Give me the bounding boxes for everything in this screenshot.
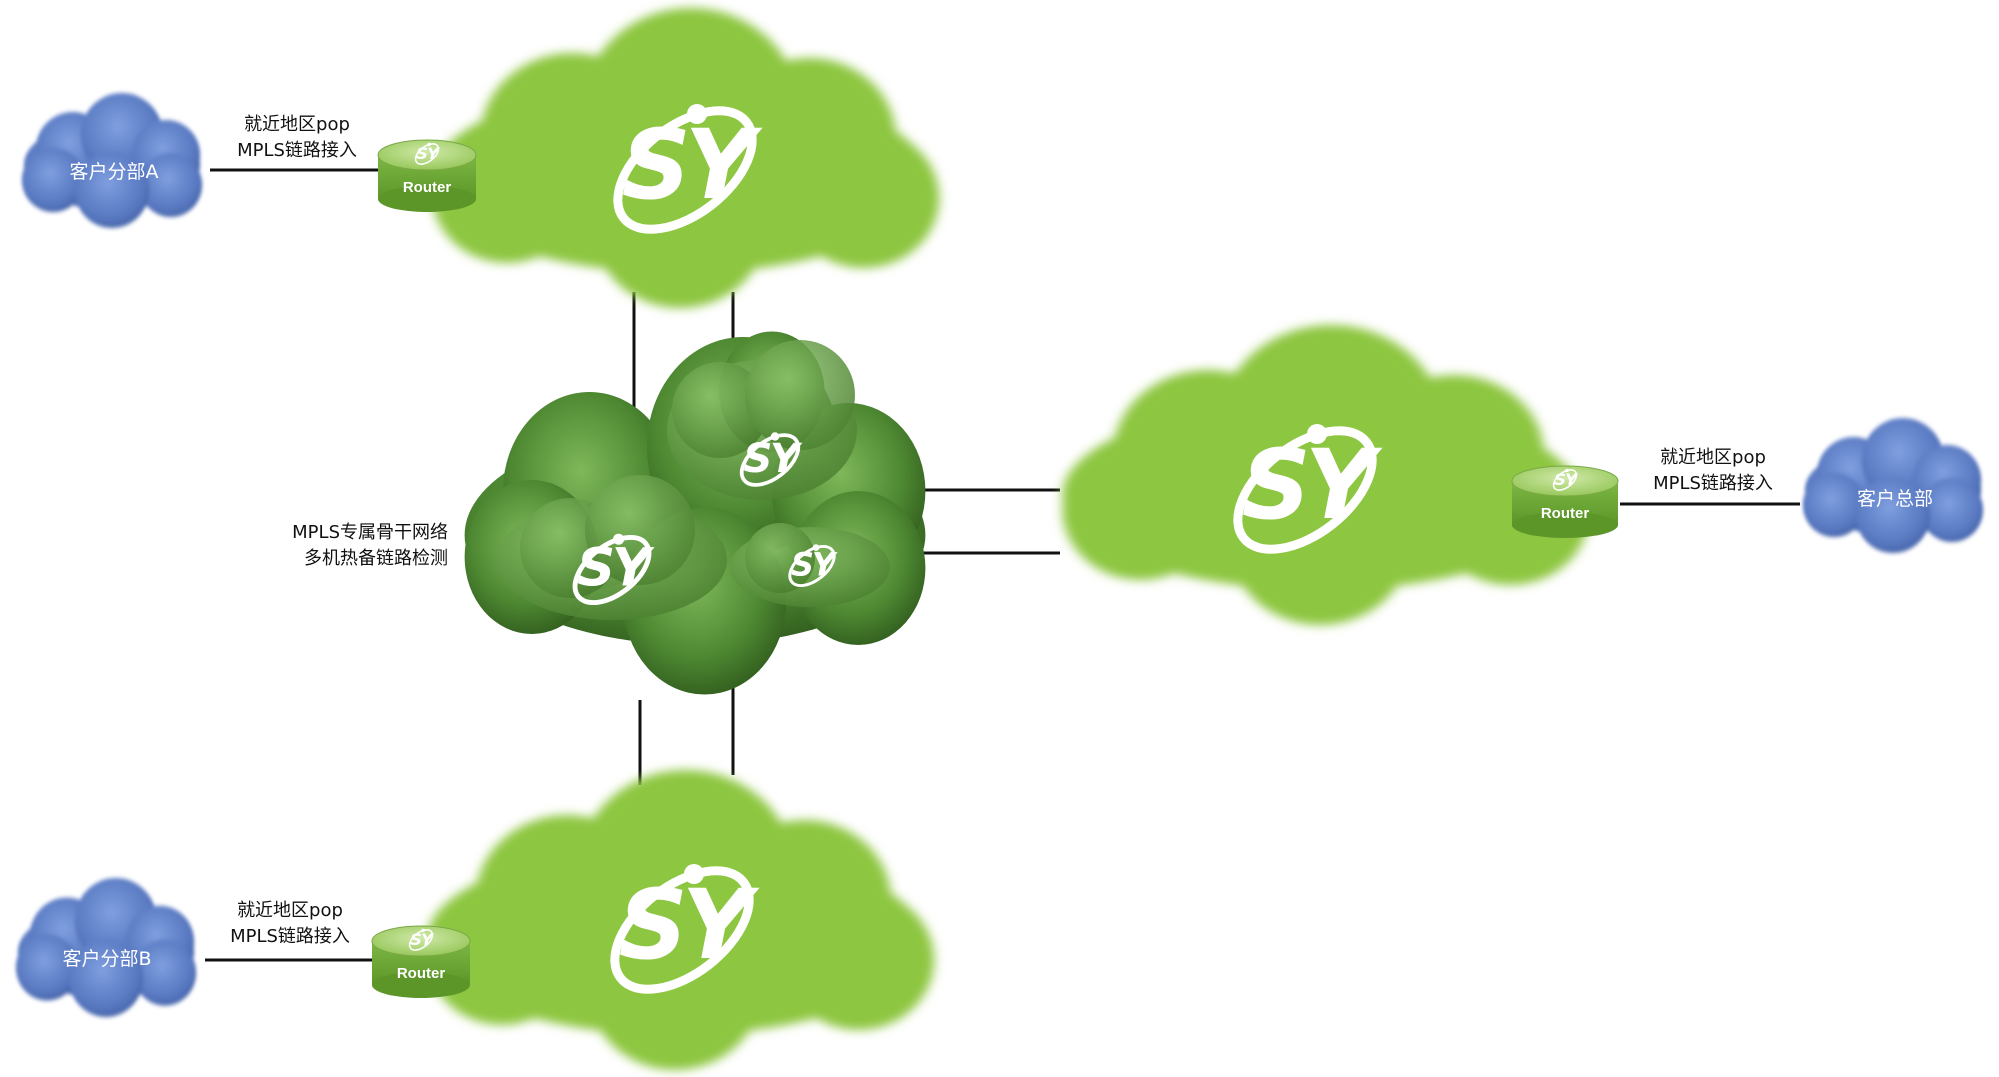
client-cloud-branch-b: 客户分部B xyxy=(15,877,197,1017)
pop-access-line1: 就近地区pop xyxy=(237,900,343,921)
pop-access-line2: MPLS链路接入 xyxy=(1653,473,1773,494)
label-pop-access-a: 就近地区pop MPLS链路接入 xyxy=(237,114,357,161)
client-label-branch-b: 客户分部B xyxy=(62,948,151,970)
pop-cloud-bottom xyxy=(426,770,935,1070)
router-branch-b: Router xyxy=(371,925,471,998)
pop-access-line2: MPLS链路接入 xyxy=(237,140,357,161)
label-pop-access-b: 就近地区pop MPLS链路接入 xyxy=(230,900,350,947)
router-label: Router xyxy=(1541,505,1589,522)
router-label: Router xyxy=(403,179,451,196)
client-cloud-headquarters: 客户总部 xyxy=(1802,418,1984,553)
client-label-headquarters: 客户总部 xyxy=(1857,488,1933,510)
label-backbone: MPLS专属骨干网络 多机热备链路检测 xyxy=(292,522,448,569)
pop-access-line1: 就近地区pop xyxy=(244,114,350,135)
pop-access-line2: MPLS链路接入 xyxy=(230,926,350,947)
pop-cloud-right xyxy=(1062,325,1589,625)
label-pop-access-hq: 就近地区pop MPLS链路接入 xyxy=(1653,447,1773,494)
client-label-branch-a: 客户分部A xyxy=(70,161,159,183)
client-cloud-branch-a: 客户分部A xyxy=(21,93,203,228)
backbone-line1: MPLS专属骨干网络 xyxy=(292,522,448,543)
router-label: Router xyxy=(397,965,445,982)
backbone-cloud xyxy=(464,331,926,695)
router-branch-a: Router xyxy=(377,139,477,212)
backbone-line2: 多机热备链路检测 xyxy=(304,548,448,569)
pop-access-line1: 就近地区pop xyxy=(1660,447,1766,468)
router-headquarters: Router xyxy=(1511,465,1619,538)
pop-cloud-top xyxy=(431,8,940,308)
